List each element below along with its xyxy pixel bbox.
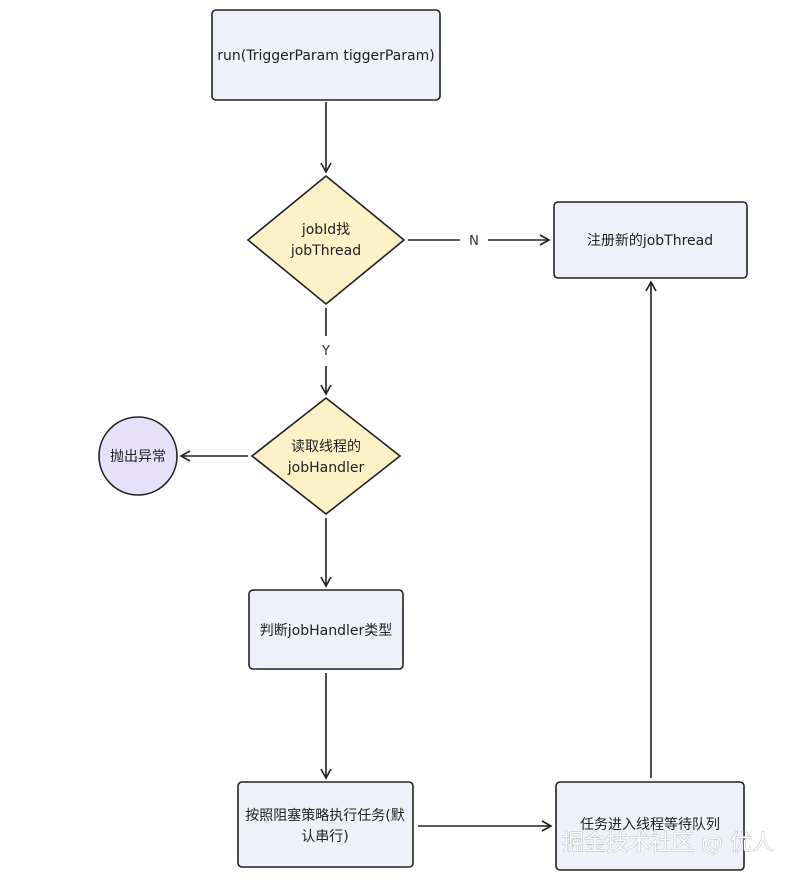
node-throw-exception: 抛出异常 xyxy=(98,416,178,496)
node-throw-exception-label: 抛出异常 xyxy=(110,449,166,465)
node-find-thread: jobId找 jobThread xyxy=(246,174,406,306)
node-block-strategy: 按照阻塞策略执行任务(默 认串行) xyxy=(237,781,414,868)
node-read-handler-line2: jobHandler xyxy=(287,460,365,476)
edge-label-no: N xyxy=(469,234,479,249)
node-read-handler: 读取线程的 jobHandler xyxy=(250,396,402,516)
node-run-label: run(TriggerParam tiggerParam) xyxy=(217,48,434,64)
node-register-thread-label: 注册新的jobThread xyxy=(587,233,713,249)
watermark-text: 掘金技术社区 @ 优人 xyxy=(562,831,774,856)
node-run: run(TriggerParam tiggerParam) xyxy=(211,9,441,101)
node-read-handler-line1: 读取线程的 xyxy=(291,438,361,455)
node-find-thread-line1: jobId找 xyxy=(301,222,350,238)
node-block-strategy-line2: 认串行) xyxy=(301,829,348,845)
node-register-thread: 注册新的jobThread xyxy=(553,201,748,279)
node-queue-task-label: 任务进入线程等待队列 xyxy=(580,816,720,833)
edge-label-yes: Y xyxy=(321,344,330,359)
node-judge-type-label: 判断jobHandler类型 xyxy=(260,623,392,639)
node-block-strategy-line1: 按照阻塞策略执行任务(默 xyxy=(245,807,404,824)
node-queue-task: 任务进入线程等待队列 xyxy=(555,781,745,871)
node-find-thread-line2: jobThread xyxy=(290,243,361,259)
node-judge-type: 判断jobHandler类型 xyxy=(248,589,404,670)
